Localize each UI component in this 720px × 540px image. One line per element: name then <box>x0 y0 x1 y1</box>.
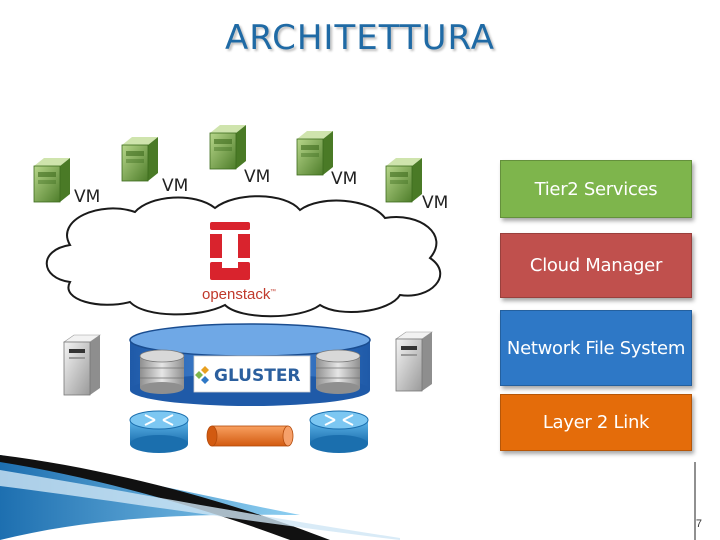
vm-server-1 <box>33 158 70 203</box>
layer-cloud-manager: Cloud Manager <box>500 233 692 298</box>
gluster-label: GLUSTER <box>214 366 301 386</box>
router-left <box>129 410 189 453</box>
layer-label: Tier2 Services <box>534 178 658 200</box>
layer-network-file-system: Network File System <box>500 310 692 386</box>
vm-label: VM <box>422 193 448 213</box>
page-title: ARCHITETTURA <box>224 18 496 58</box>
layer-label: Layer 2 Link <box>542 412 650 433</box>
trademark-symbol: ™ <box>270 288 276 295</box>
physical-server-right <box>395 331 433 392</box>
vm-label: VM <box>331 169 357 189</box>
layer-label: Network File System <box>506 337 686 359</box>
vm-server-4 <box>296 131 333 176</box>
layer-tier2-services: Tier2 Services <box>500 160 692 218</box>
openstack-logo <box>210 222 250 280</box>
storage-disk-left <box>139 349 185 394</box>
decorative-swoosh <box>0 455 400 540</box>
gluster-logo <box>193 355 311 393</box>
layer-label: Cloud Manager <box>529 255 663 276</box>
vm-server-5 <box>385 158 422 203</box>
layer-layer2-link: Layer 2 Link <box>500 394 692 451</box>
vm-server-3 <box>209 125 246 170</box>
vm-server-2 <box>121 137 158 182</box>
vm-label: VM <box>162 176 188 196</box>
storage-disk-right <box>315 349 361 394</box>
page-number: 7 <box>695 518 702 530</box>
physical-server-left <box>63 334 101 396</box>
vm-label: VM <box>244 167 270 187</box>
router-right <box>309 410 369 453</box>
vm-label: VM <box>74 187 100 207</box>
openstack-label: openstack <box>202 286 271 303</box>
link-pipe <box>206 425 294 447</box>
